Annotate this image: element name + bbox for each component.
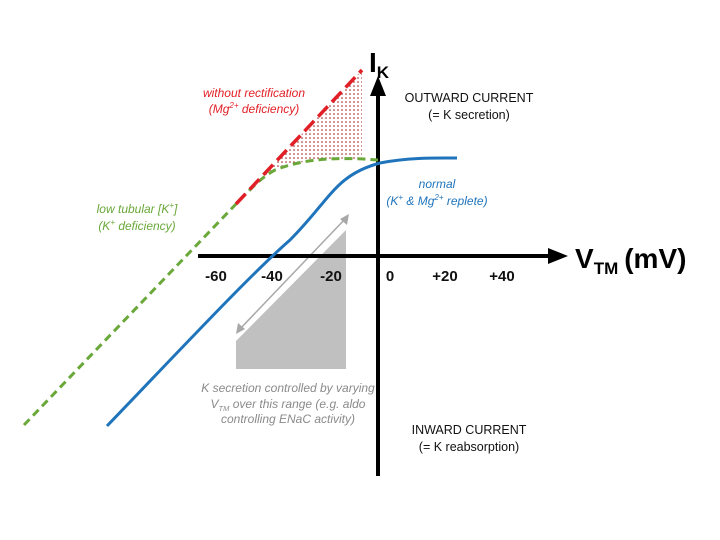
normal-sublabel: (K+ & Mg2+ replete): [386, 193, 487, 208]
axes: [198, 76, 568, 476]
low-k-sublabel: (K+ deficiency): [98, 218, 175, 233]
low-k-label: low tubular [K+]: [97, 201, 178, 216]
no-rectification-curve: [234, 68, 364, 206]
secretion-control-region: [236, 230, 346, 369]
secretion-control-sublabel: VTM over this range (e.g. aldo: [211, 397, 366, 413]
x-axis-label: VTM(mV): [575, 243, 686, 278]
normal-label: normal: [419, 177, 456, 191]
y-axis-arrowhead: [370, 76, 386, 96]
no-rectification-sublabel: (Mg2+ deficiency): [209, 101, 300, 116]
y-axis-label: IK: [369, 47, 390, 82]
x-tick-label: 0: [386, 268, 394, 285]
range-double-arrow: [236, 214, 349, 334]
x-tick-label: -20: [320, 268, 342, 285]
inward-current-label: INWARD CURRENT: [412, 423, 527, 437]
x-tick-labels: -60 -40 -20 0 +20 +40: [205, 268, 515, 285]
x-tick-label: +40: [489, 268, 514, 285]
x-tick-label: -60: [205, 268, 227, 285]
x-tick-label: +20: [432, 268, 457, 285]
secretion-control-sublabel-2: controlling ENaC activity): [221, 412, 355, 426]
normal-curve: [105, 156, 458, 428]
secretion-control-label: K secretion controlled by varying: [201, 381, 375, 395]
x-axis-arrowhead: [548, 248, 568, 264]
x-tick-label: -40: [261, 268, 283, 285]
outward-current-sublabel: (= K secretion): [428, 108, 510, 122]
inward-current-sublabel: (= K reabsorption): [419, 440, 519, 454]
no-rectification-label: without rectification: [203, 86, 305, 100]
outward-current-label: OUTWARD CURRENT: [405, 91, 534, 105]
